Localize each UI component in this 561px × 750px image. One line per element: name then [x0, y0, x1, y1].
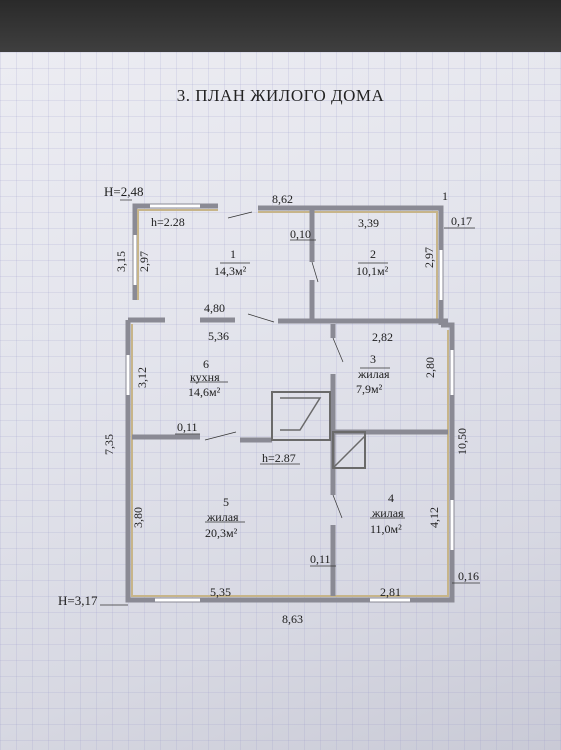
svg-text:14,6м²: 14,6м² — [188, 385, 221, 399]
dim-top-right-room: 3,39 — [358, 216, 379, 230]
svg-text:кухня: кухня — [190, 370, 220, 384]
partitions — [132, 208, 448, 596]
dim-right-total: 10,50 — [455, 428, 469, 455]
stove — [271, 391, 366, 469]
room-6-kitchen: 6 кухня 14,6м² — [188, 357, 221, 399]
dim-partition: 0,10 — [290, 227, 311, 241]
dim-wall-right: 0,17 — [451, 214, 472, 228]
dim-room4-width: 2,81 — [380, 585, 401, 599]
svg-text:7,9м²: 7,9м² — [356, 382, 383, 396]
dimension-lines — [100, 199, 480, 606]
svg-text:20,3м²: 20,3м² — [205, 526, 238, 540]
svg-text:3: 3 — [370, 352, 376, 366]
dim-room5-height: 3,80 — [131, 507, 145, 528]
dim-bottom-total: 8,63 — [282, 612, 303, 626]
page-title: 3. ПЛАН ЖИЛОГО ДОМА — [176, 86, 385, 105]
paper-sheet — [0, 52, 561, 750]
wall-main-outline — [125, 320, 455, 603]
svg-text:2: 2 — [370, 247, 376, 261]
room-5: 5 жилая 20,3м² — [205, 495, 239, 540]
dim-room1-height-inner: 2,97 — [137, 251, 151, 272]
svg-text:1: 1 — [230, 247, 236, 261]
svg-text:жилая: жилая — [371, 506, 404, 520]
svg-text:жилая: жилая — [357, 367, 390, 381]
dim-room3-width: 2,82 — [372, 330, 393, 344]
height-marker-room1: h=2.28 — [151, 215, 185, 229]
windows — [126, 204, 454, 602]
dim-left-total: 7,35 — [102, 434, 116, 455]
room-3: 3 жилая 7,9м² — [356, 352, 390, 396]
dim-kitchen-partition: 0,11 — [177, 420, 198, 434]
dim-kitchen-height: 3,12 — [135, 367, 149, 388]
dim-room3-height: 2,80 — [423, 357, 437, 378]
svg-text:жилая: жилая — [206, 510, 239, 524]
corner-mark: 1 — [442, 189, 448, 203]
svg-text:6: 6 — [203, 357, 209, 371]
room-1: 1 14,3м² — [214, 247, 247, 278]
svg-text:14,3м²: 14,3м² — [214, 264, 247, 278]
dim-room1-height-outer: 3,15 — [114, 251, 128, 272]
dim-bottom-partition: 0,11 — [310, 552, 331, 566]
dim-wall-bottom-right: 0,16 — [458, 569, 479, 583]
svg-text:10,1м²: 10,1м² — [356, 264, 389, 278]
room-2: 2 10,1м² — [356, 247, 389, 278]
dim-room5-width: 5,35 — [210, 585, 231, 599]
height-marker-kitchen: h=2.87 — [262, 451, 296, 465]
outer-walls — [125, 203, 455, 603]
dim-room1-bottom-outer: 4,80 — [204, 301, 225, 315]
doors — [204, 211, 344, 519]
svg-text:4: 4 — [388, 491, 394, 505]
stove-block-lower — [332, 431, 366, 469]
svg-text:5: 5 — [223, 495, 229, 509]
dim-room1-bottom-inner: 5,36 — [208, 329, 229, 343]
dim-room4-height: 4,12 — [427, 507, 441, 528]
svg-text:11,0м²: 11,0м² — [370, 522, 402, 536]
dim-room2-height: 2,97 — [422, 247, 436, 268]
height-marker-top: H=2,48 — [104, 184, 143, 199]
height-marker-bottom: H=3,17 — [58, 593, 98, 608]
wall-top-right — [258, 205, 444, 325]
stove-block-upper — [271, 391, 331, 441]
room-4: 4 жилая 11,0м² — [370, 491, 404, 536]
dim-top-total: 8,62 — [272, 192, 293, 206]
